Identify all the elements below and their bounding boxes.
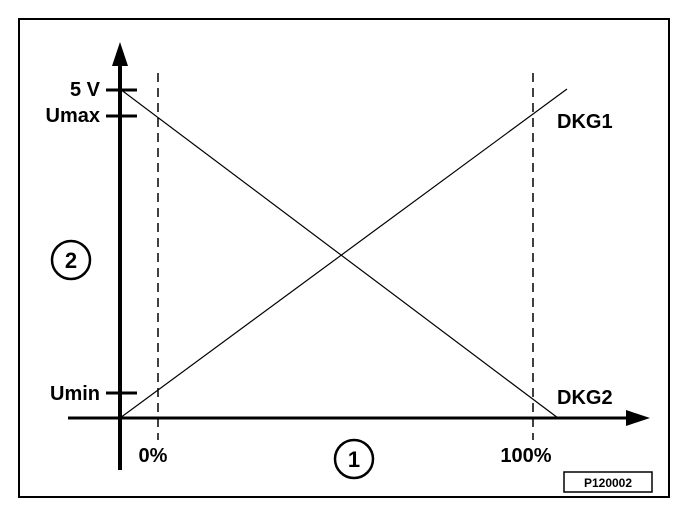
- curve-dkg2: [119, 88, 559, 419]
- marker-y-axis: 2: [65, 248, 77, 273]
- label-umax: Umax: [46, 105, 100, 127]
- label-0-percent: 0%: [139, 445, 168, 467]
- curve-dkg1: [119, 88, 568, 419]
- label-umin: Umin: [50, 383, 100, 405]
- label-dkg2: DKG2: [557, 387, 613, 409]
- label-dkg1: DKG1: [557, 111, 613, 133]
- x-axis-arrow: [626, 410, 650, 426]
- y-axis-arrow: [112, 42, 128, 66]
- reference-code: P120002: [584, 476, 632, 490]
- reference-box: [563, 471, 653, 493]
- marker-circle-y: [50, 239, 92, 281]
- marker-x-axis: 1: [348, 447, 360, 472]
- label-5v: 5 V: [70, 79, 101, 101]
- marker-circle-x: [333, 438, 375, 480]
- label-100-percent: 100%: [500, 445, 551, 467]
